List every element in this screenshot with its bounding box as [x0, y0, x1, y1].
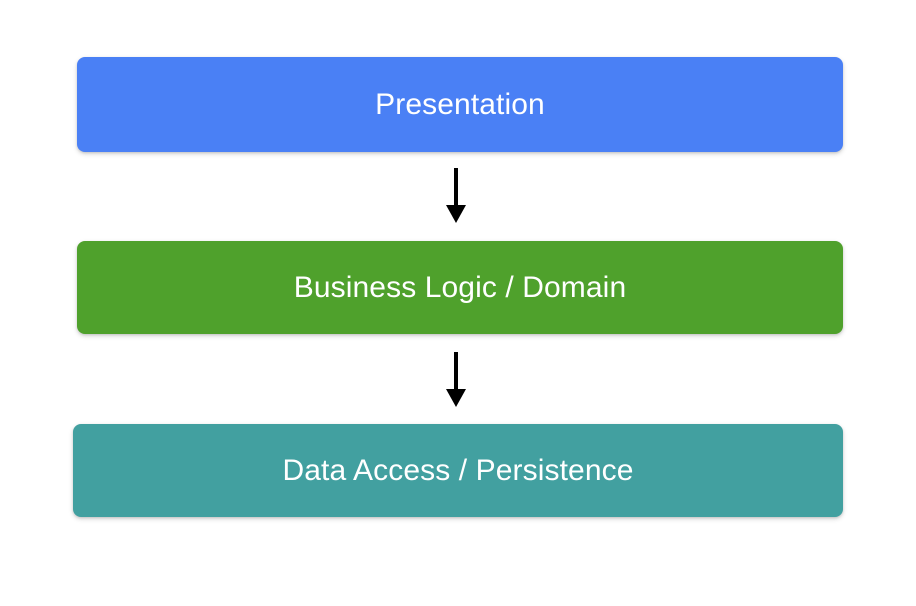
arrow-head [446, 205, 466, 223]
layer-box-presentation[interactable]: Presentation [77, 57, 843, 152]
layer-box-data-access[interactable]: Data Access / Persistence [73, 424, 843, 517]
arrow-presentation-to-business-icon [436, 166, 476, 224]
layer-label-presentation: Presentation [375, 87, 545, 121]
arrow-head [446, 389, 466, 407]
layer-box-business-logic[interactable]: Business Logic / Domain [77, 241, 843, 334]
layer-label-business-logic: Business Logic / Domain [293, 270, 627, 304]
arrow-business-to-data-icon [436, 350, 476, 408]
down-arrow-icon [446, 168, 466, 223]
down-arrow-icon [446, 352, 466, 407]
layer-label-data-access: Data Access / Persistence [282, 453, 634, 487]
